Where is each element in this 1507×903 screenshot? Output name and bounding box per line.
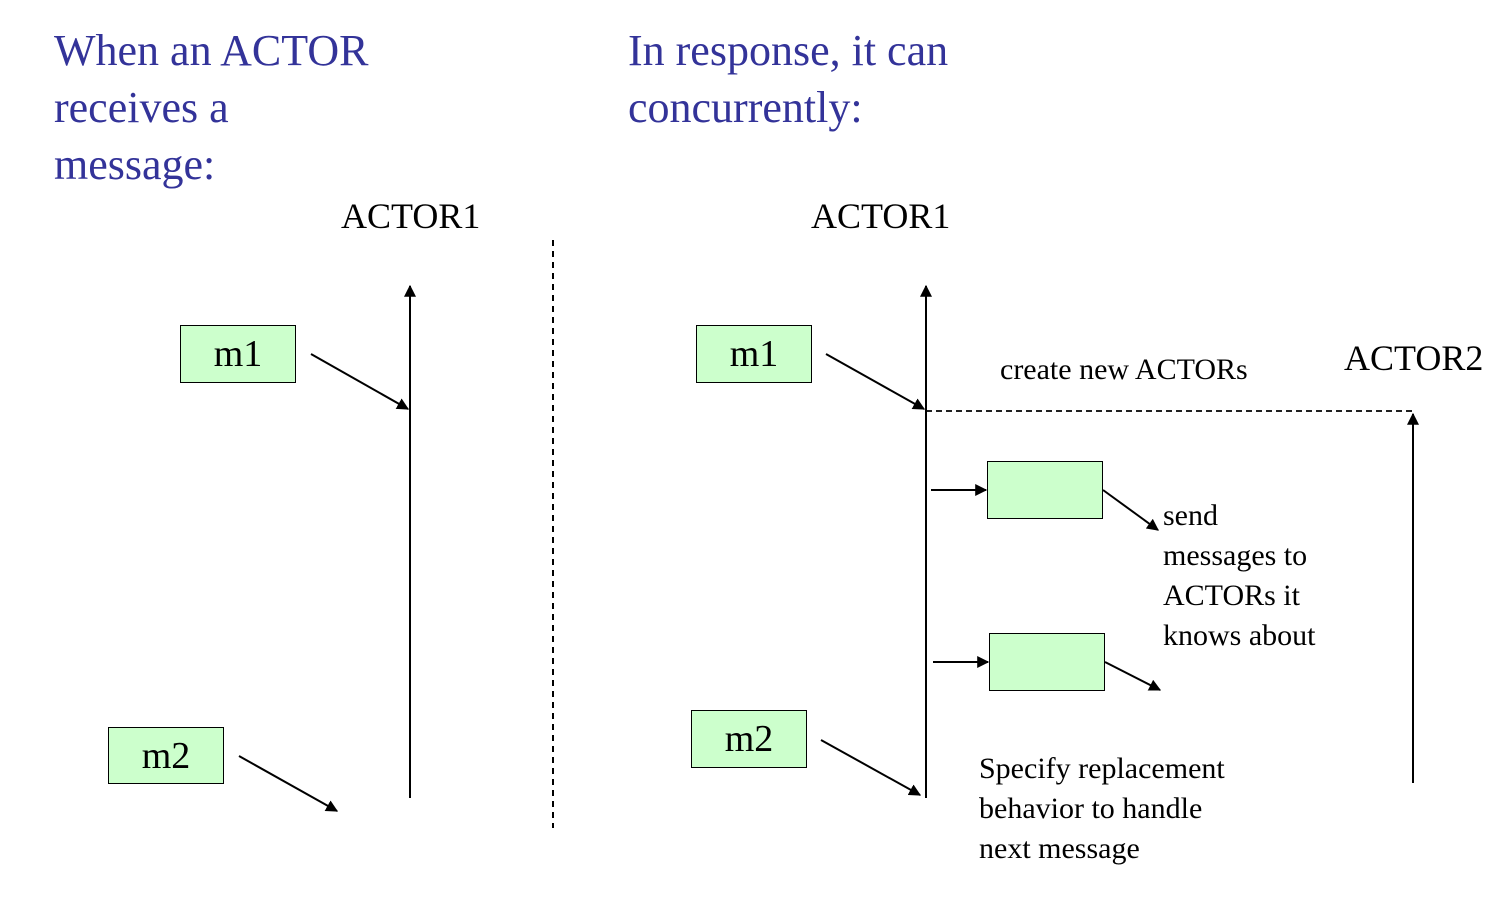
- message-label: m1: [213, 333, 263, 375]
- send-arrow-out-2: [1104, 661, 1162, 691]
- m1-arrow-right: [825, 353, 926, 410]
- message-m1-right: m1: [696, 325, 812, 383]
- message-m2-left: m2: [108, 727, 224, 784]
- replacement-behavior-note: Specify replacement behavior to handle n…: [979, 752, 1225, 865]
- m2-arrow-left: [238, 755, 339, 812]
- message-m1-left: m1: [180, 325, 296, 383]
- create-actors-note: create new ACTORs: [1000, 353, 1248, 386]
- outgoing-message-box-2: [989, 633, 1105, 691]
- message-label: m2: [141, 734, 191, 777]
- m2-arrow-right: [820, 739, 922, 796]
- actor1-label-left: ACTOR1: [341, 196, 481, 236]
- actor1-label-right: ACTOR1: [811, 196, 951, 236]
- outgoing-message-box-1: [987, 461, 1103, 519]
- m1-arrow-left: [310, 353, 410, 410]
- heading-left: When an ACTOR receives a message:: [54, 26, 369, 189]
- send-messages-note: send messages to ACTORs it knows about: [1163, 499, 1316, 652]
- actor2-label: ACTOR2: [1344, 338, 1484, 378]
- heading-right: In response, it can concurrently:: [628, 26, 949, 132]
- message-label: m1: [729, 333, 779, 375]
- message-m2-right: m2: [691, 710, 807, 768]
- send-arrow-out-1: [1102, 489, 1159, 531]
- message-label: m2: [724, 718, 774, 760]
